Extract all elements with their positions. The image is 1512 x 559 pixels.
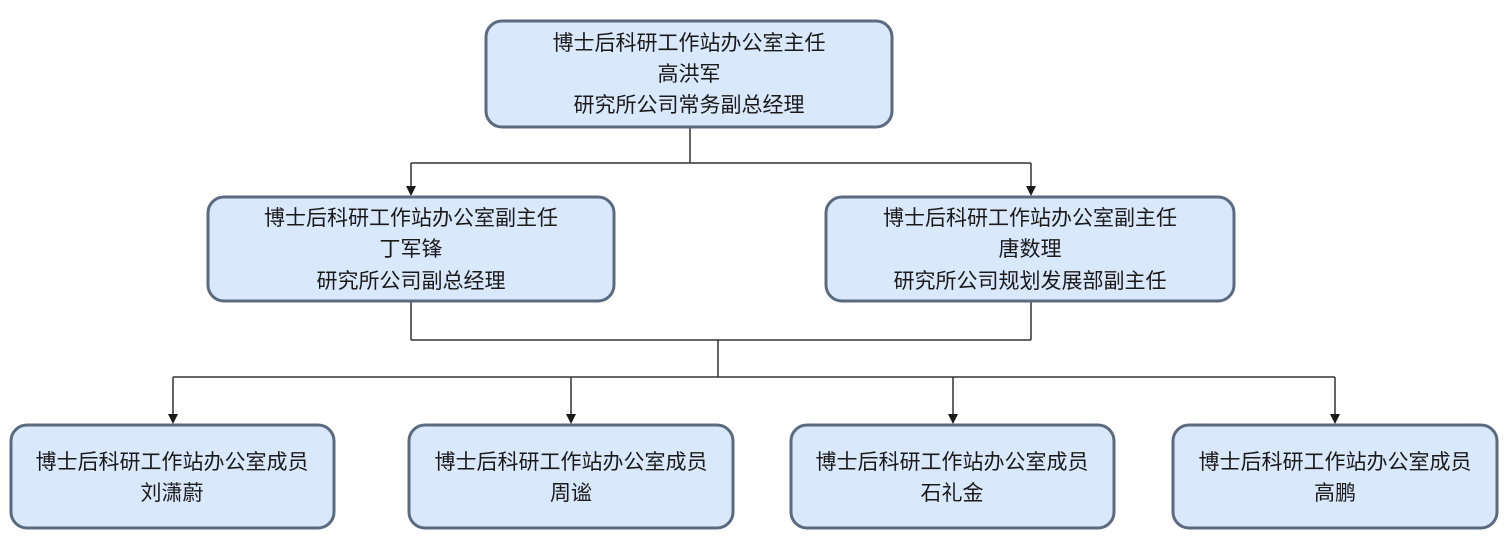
node-director: 博士后科研工作站办公室主任 高洪军 研究所公司常务副总经理 [484, 19, 894, 129]
node-deputy-1-position: 研究所公司副总经理 [317, 269, 506, 293]
node-member-2-title: 博士后科研工作站办公室成员 [435, 450, 708, 474]
node-deputy-2-title: 博士后科研工作站办公室副主任 [883, 206, 1177, 230]
node-deputy-1: 博士后科研工作站办公室副主任 丁军锋 研究所公司副总经理 [206, 195, 616, 303]
node-member-4-box [1171, 423, 1499, 530]
node-deputy-2-position: 研究所公司规划发展部副主任 [894, 269, 1167, 293]
node-deputy-1-box [206, 195, 616, 303]
arrowhead-member-4 [1330, 414, 1340, 424]
node-deputy-1-title: 博士后科研工作站办公室副主任 [264, 206, 558, 230]
node-member-1-box [9, 423, 336, 530]
node-member-1-title: 博士后科研工作站办公室成员 [36, 450, 309, 474]
node-member-2-box [407, 423, 735, 530]
node-director-box [484, 19, 894, 129]
node-deputy-1-name: 丁军锋 [380, 237, 443, 261]
node-deputy-2-box [824, 195, 1236, 303]
arrowhead-deputy-1 [406, 186, 416, 196]
node-member-3-name: 石礼金 [921, 481, 984, 505]
connectors-level-1 [406, 127, 1036, 196]
node-deputy-2: 博士后科研工作站办公室副主任 唐数理 研究所公司规划发展部副主任 [824, 195, 1236, 303]
arrowhead-member-3 [948, 414, 958, 424]
node-member-2-name: 周谧 [550, 481, 592, 505]
node-member-3-title: 博士后科研工作站办公室成员 [816, 450, 1089, 474]
node-member-3: 博士后科研工作站办公室成员 石礼金 [789, 423, 1116, 530]
arrowhead-member-1 [168, 414, 178, 424]
node-member-1: 博士后科研工作站办公室成员 刘潇蔚 [9, 423, 336, 530]
node-deputy-2-name: 唐数理 [999, 237, 1062, 261]
connectors-level-2 [168, 302, 1340, 424]
node-director-title: 博士后科研工作站办公室主任 [553, 31, 826, 55]
node-director-position: 研究所公司常务副总经理 [574, 93, 805, 117]
node-member-4-title: 博士后科研工作站办公室成员 [1199, 450, 1472, 474]
arrowhead-deputy-2 [1026, 186, 1036, 196]
node-member-1-name: 刘潇蔚 [141, 481, 204, 505]
node-director-name: 高洪军 [658, 62, 721, 86]
node-member-4: 博士后科研工作站办公室成员 高鹏 [1171, 423, 1499, 530]
arrowhead-member-2 [566, 414, 576, 424]
node-member-2: 博士后科研工作站办公室成员 周谧 [407, 423, 735, 530]
node-member-4-name: 高鹏 [1314, 481, 1356, 505]
node-member-3-box [789, 423, 1116, 530]
